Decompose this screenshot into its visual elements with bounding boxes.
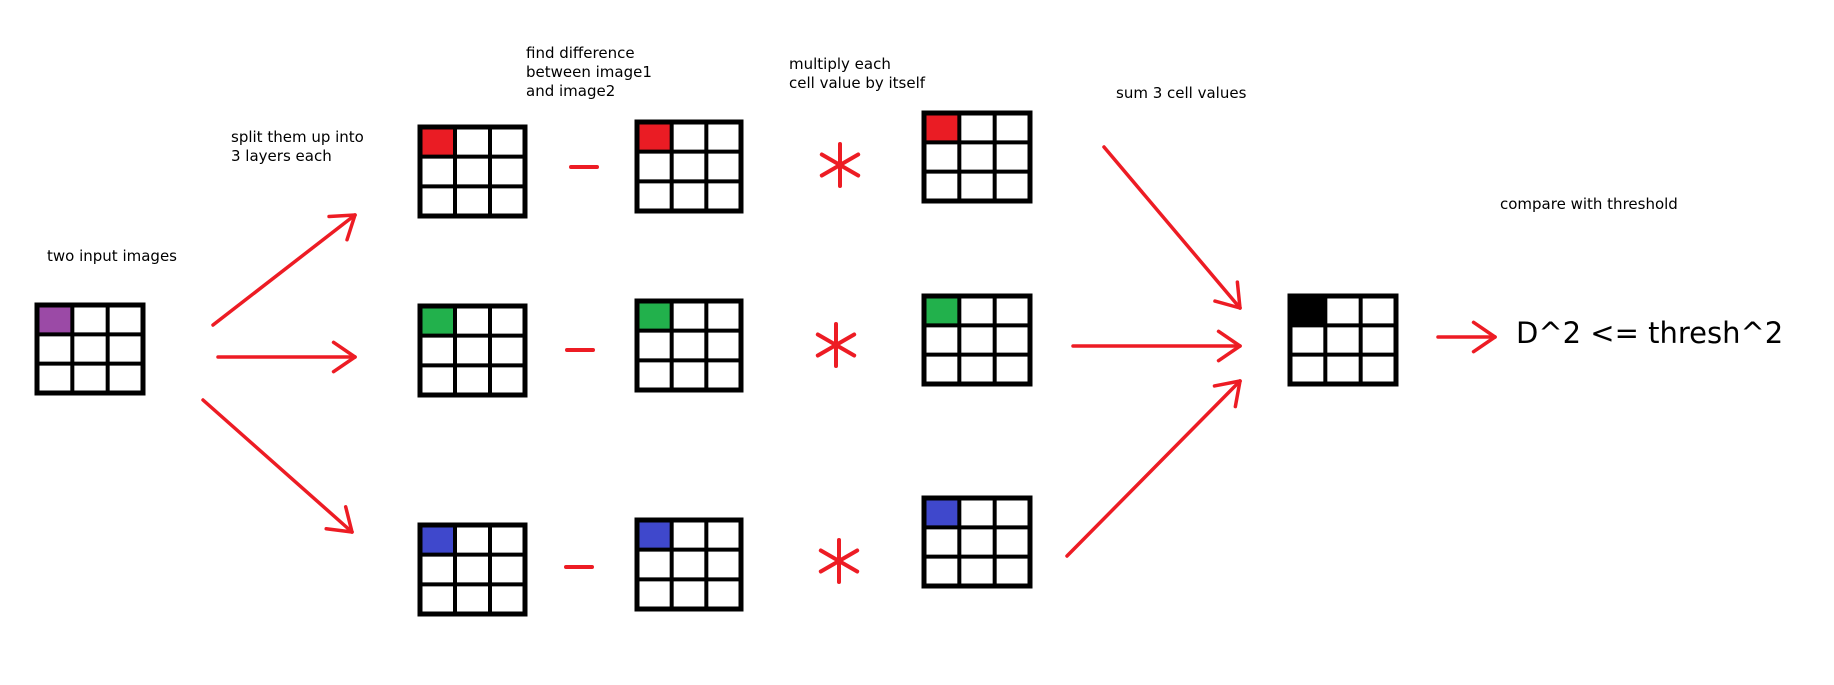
asterisk-icon-blue (818, 538, 860, 584)
compare-arrow (1436, 320, 1497, 354)
label-two-input-images: two input images (47, 247, 177, 265)
layer-red-squared-grid-highlight-cell (924, 113, 960, 143)
layer-green-squared-grid-highlight-cell (924, 296, 960, 326)
label-difference-line-3: and image2 (526, 82, 616, 100)
layer-green-image2-grid-highlight-cell (637, 301, 672, 331)
label-split-line-2: 3 layers each (231, 147, 332, 165)
label-multiply-line-2: cell value by itself (789, 74, 926, 92)
input-image-grid-highlight-cell (37, 305, 73, 335)
layer-red-image2-grid-highlight-cell (637, 122, 672, 152)
result-grid-highlight-cell (1290, 296, 1326, 326)
input-image-grid (34, 302, 146, 396)
split-arrow-middle (216, 340, 357, 374)
label-compare-threshold: compare with threshold (1500, 195, 1678, 213)
layer-green-image1-grid-highlight-cell (420, 306, 455, 336)
asterisk-icon-green (815, 322, 857, 368)
layer-blue-image2-grid-highlight-cell (637, 520, 672, 550)
layer-green-image2-grid (634, 298, 744, 393)
layer-green-squared-grid (921, 293, 1033, 387)
split-arrow-down (201, 398, 354, 534)
layer-red-image1-grid-highlight-cell (420, 127, 455, 157)
label-split-layers: split them up into 3 layers each (231, 128, 364, 166)
layer-blue-image2-grid (634, 517, 744, 612)
layer-red-squared-grid (921, 110, 1033, 204)
label-multiply-line-1: multiply each (789, 55, 891, 73)
result-grid (1287, 293, 1399, 387)
sum-arrow-bottom (1065, 379, 1242, 558)
sum-arrow-middle (1071, 329, 1242, 363)
layer-blue-image1-grid (417, 522, 528, 617)
label-difference-line-1: find difference (526, 44, 635, 62)
layer-red-image1-grid (417, 124, 528, 219)
layer-blue-squared-grid-highlight-cell (924, 498, 960, 528)
label-split-line-1: split them up into (231, 128, 364, 146)
layer-blue-image1-grid-highlight-cell (420, 525, 455, 555)
asterisk-icon-red (819, 142, 861, 188)
split-arrow-up (211, 213, 357, 327)
label-multiply: multiply each cell value by itself (789, 55, 925, 93)
sum-arrow-top (1102, 145, 1242, 310)
label-sum-cells: sum 3 cell values (1116, 84, 1247, 102)
layer-blue-squared-grid (921, 495, 1033, 589)
layer-green-image1-grid (417, 303, 528, 398)
label-difference-line-2: between image1 (526, 63, 652, 81)
label-find-difference: find difference between image1 and image… (526, 44, 652, 101)
threshold-formula: D^2 <= thresh^2 (1516, 316, 1784, 350)
layer-red-image2-grid (634, 119, 744, 214)
